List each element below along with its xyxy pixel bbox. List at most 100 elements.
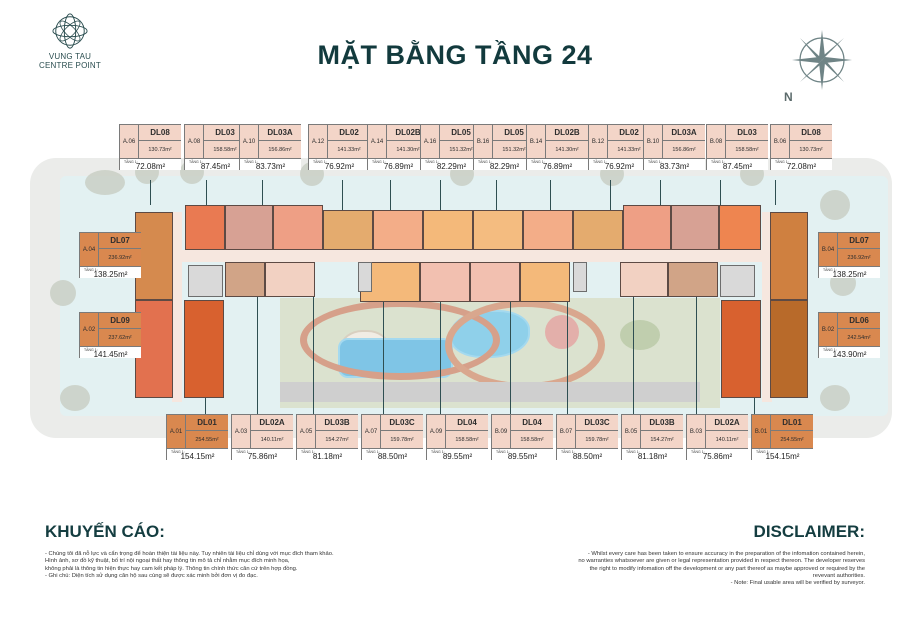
floor1-area: 154.15m² <box>180 452 215 461</box>
pavement <box>280 382 700 402</box>
floor-label: TẦNG 1: <box>425 160 439 164</box>
logo-line-2: CENTRE POINT <box>39 61 101 70</box>
unit-a16[interactable] <box>423 210 473 250</box>
unit-b09-inner[interactable] <box>470 262 520 302</box>
unit-b14[interactable] <box>523 210 573 250</box>
leader-line <box>150 180 151 205</box>
unit-code: A.02 <box>80 313 99 346</box>
unit-label[interactable]: B.03 DL02A 140.11m² TẦNG 1:75.86m² <box>686 414 748 461</box>
unit-code: B.04 <box>819 233 838 266</box>
unit-b02[interactable] <box>770 300 808 398</box>
unit-area: 156.86m² <box>259 141 301 158</box>
unit-label[interactable]: B.14 DL02B 141.30m² TẦNG 1:76.89m² <box>526 124 588 171</box>
floor1-area: 75.86m² <box>247 452 278 461</box>
unit-b08[interactable] <box>671 205 719 250</box>
unit-label[interactable]: B.06 DL08 130.73m² TẦNG 1:72.08m² <box>770 124 832 171</box>
unit-label[interactable]: A.01 DL01 254.55m² TẦNG 1:154.15m² <box>166 414 228 461</box>
unit-label[interactable]: A.04 DL07 236.92m² TẦNG 1:138.25m² <box>79 232 141 279</box>
unit-code: B.01 <box>752 415 771 448</box>
unit-label[interactable]: B.07 DL03C 159.78m² TẦNG 1:88.50m² <box>556 414 618 461</box>
unit-area: 154.27m² <box>316 431 358 448</box>
elevator-core <box>358 262 372 292</box>
unit-type: DL09 <box>99 313 141 329</box>
unit-type: DL02B <box>387 125 429 141</box>
unit-code: B.14 <box>527 125 546 158</box>
leader-line <box>205 398 206 414</box>
leader-line <box>660 180 661 205</box>
unit-label[interactable]: A.14 DL02B 141.30m² TẦNG 1:76.89m² <box>367 124 429 171</box>
unit-label[interactable]: A.12 DL02 141.33m² TẦNG 1:76.92m² <box>308 124 370 171</box>
unit-label[interactable]: B.04 DL07 236.92m² TẦNG 1:138.25m² <box>818 232 880 279</box>
leader-line <box>383 302 384 414</box>
floor-label: TẦNG 1: <box>531 160 545 164</box>
disclaimer-line: revevant authorities. <box>812 572 865 579</box>
unit-a07-inner[interactable] <box>420 262 470 302</box>
unit-b01[interactable] <box>721 300 761 398</box>
unit-b16[interactable] <box>473 210 523 250</box>
disclaimer-line: - Chúng tôi đã nỗ lực và cẩn trọng để ho… <box>45 551 334 557</box>
disclaimer-line: no warranties whatsoever are given or le… <box>578 558 865 565</box>
unit-b06[interactable] <box>719 205 761 250</box>
unit-label[interactable]: B.05 DL03B 154.27m² TẦNG 1:81.18m² <box>621 414 683 461</box>
unit-area: 130.73m² <box>790 141 832 158</box>
tree <box>85 170 125 195</box>
unit-label[interactable]: A.10 DL03A 156.86m² TẦNG 1:83.73m² <box>239 124 301 171</box>
unit-label[interactable]: B.12 DL02 141.33m² TẦNG 1:76.92m² <box>588 124 650 171</box>
unit-code: A.09 <box>427 415 446 448</box>
floor1-area: 82.29m² <box>436 162 467 171</box>
unit-type: DL07 <box>838 233 880 249</box>
unit-b04[interactable] <box>770 212 808 300</box>
unit-area: 140.11m² <box>251 431 293 448</box>
unit-area: 158.58m² <box>511 431 553 448</box>
unit-label[interactable]: A.09 DL04 158.58m² TẦNG 1:89.55m² <box>426 414 488 461</box>
unit-a12[interactable] <box>323 210 373 250</box>
brand-knot-icon <box>52 13 88 49</box>
unit-label[interactable]: A.05 DL03B 154.27m² TẦNG 1:81.18m² <box>296 414 358 461</box>
unit-a10[interactable] <box>273 205 323 250</box>
leader-line <box>633 297 634 414</box>
floor1-area: 87.45m² <box>722 162 753 171</box>
unit-a08[interactable] <box>225 205 273 250</box>
unit-label[interactable]: B.09 DL04 158.58m² TẦNG 1:89.55m² <box>491 414 553 461</box>
unit-type: DL04 <box>446 415 488 431</box>
unit-type: DL04 <box>511 415 553 431</box>
unit-b12[interactable] <box>573 210 623 250</box>
unit-label[interactable]: A.06 DL08 130.73m² TẦNG 1:72.08m² <box>119 124 181 171</box>
unit-area: 242.54m² <box>838 329 880 346</box>
leader-line <box>313 297 314 414</box>
unit-label[interactable]: A.03 DL02A 140.11m² TẦNG 1:75.86m² <box>231 414 293 461</box>
unit-a06[interactable] <box>185 205 225 250</box>
floor-label: TẦNG 1: <box>431 450 445 454</box>
floor1-area: 89.55m² <box>507 452 538 461</box>
unit-area: 141.33m² <box>328 141 370 158</box>
unit-b05-inner[interactable] <box>620 262 668 297</box>
unit-code: B.03 <box>687 415 706 448</box>
unit-b03-inner[interactable] <box>668 262 718 297</box>
floor1-area: 138.25m² <box>93 270 128 279</box>
unit-a05-inner[interactable] <box>265 262 315 297</box>
unit-label[interactable]: A.08 DL03 158.58m² TẦNG 1:87.45m² <box>184 124 246 171</box>
unit-label[interactable]: A.16 DL05 151.32m² TẦNG 1:82.29m² <box>420 124 482 171</box>
corridor <box>182 250 762 262</box>
unit-b07-inner[interactable] <box>520 262 570 302</box>
unit-label[interactable]: B.10 DL03A 156.86m² TẦNG 1:83.73m² <box>643 124 705 171</box>
unit-label[interactable]: B.02 DL06 242.54m² TẦNG 1:143.90m² <box>818 312 880 359</box>
unit-b10[interactable] <box>623 205 671 250</box>
unit-type: DL01 <box>186 415 228 431</box>
unit-label[interactable]: B.08 DL03 158.58m² TẦNG 1:87.45m² <box>706 124 768 171</box>
unit-label[interactable]: B.01 DL01 254.55m² TẦNG 1:154.15m² <box>751 414 813 461</box>
floor-label: TẦNG 1: <box>626 450 640 454</box>
unit-a01[interactable] <box>184 300 224 398</box>
unit-area: 254.55m² <box>186 431 228 448</box>
unit-a14[interactable] <box>373 210 423 250</box>
unit-a03-inner[interactable] <box>225 262 265 297</box>
unit-code: A.06 <box>120 125 139 158</box>
unit-label[interactable]: A.07 DL03C 159.78m² TẦNG 1:88.50m² <box>361 414 423 461</box>
leader-line <box>720 180 721 205</box>
unit-code: A.08 <box>185 125 204 158</box>
unit-area: 154.27m² <box>641 431 683 448</box>
unit-label[interactable]: A.02 DL09 237.62m² TẦNG 1:141.45m² <box>79 312 141 359</box>
disclaimer-line: - Note: Final usable area will be verifi… <box>730 580 865 587</box>
floor-label: TẦNG 1: <box>171 450 185 454</box>
unit-a04[interactable] <box>135 212 173 300</box>
